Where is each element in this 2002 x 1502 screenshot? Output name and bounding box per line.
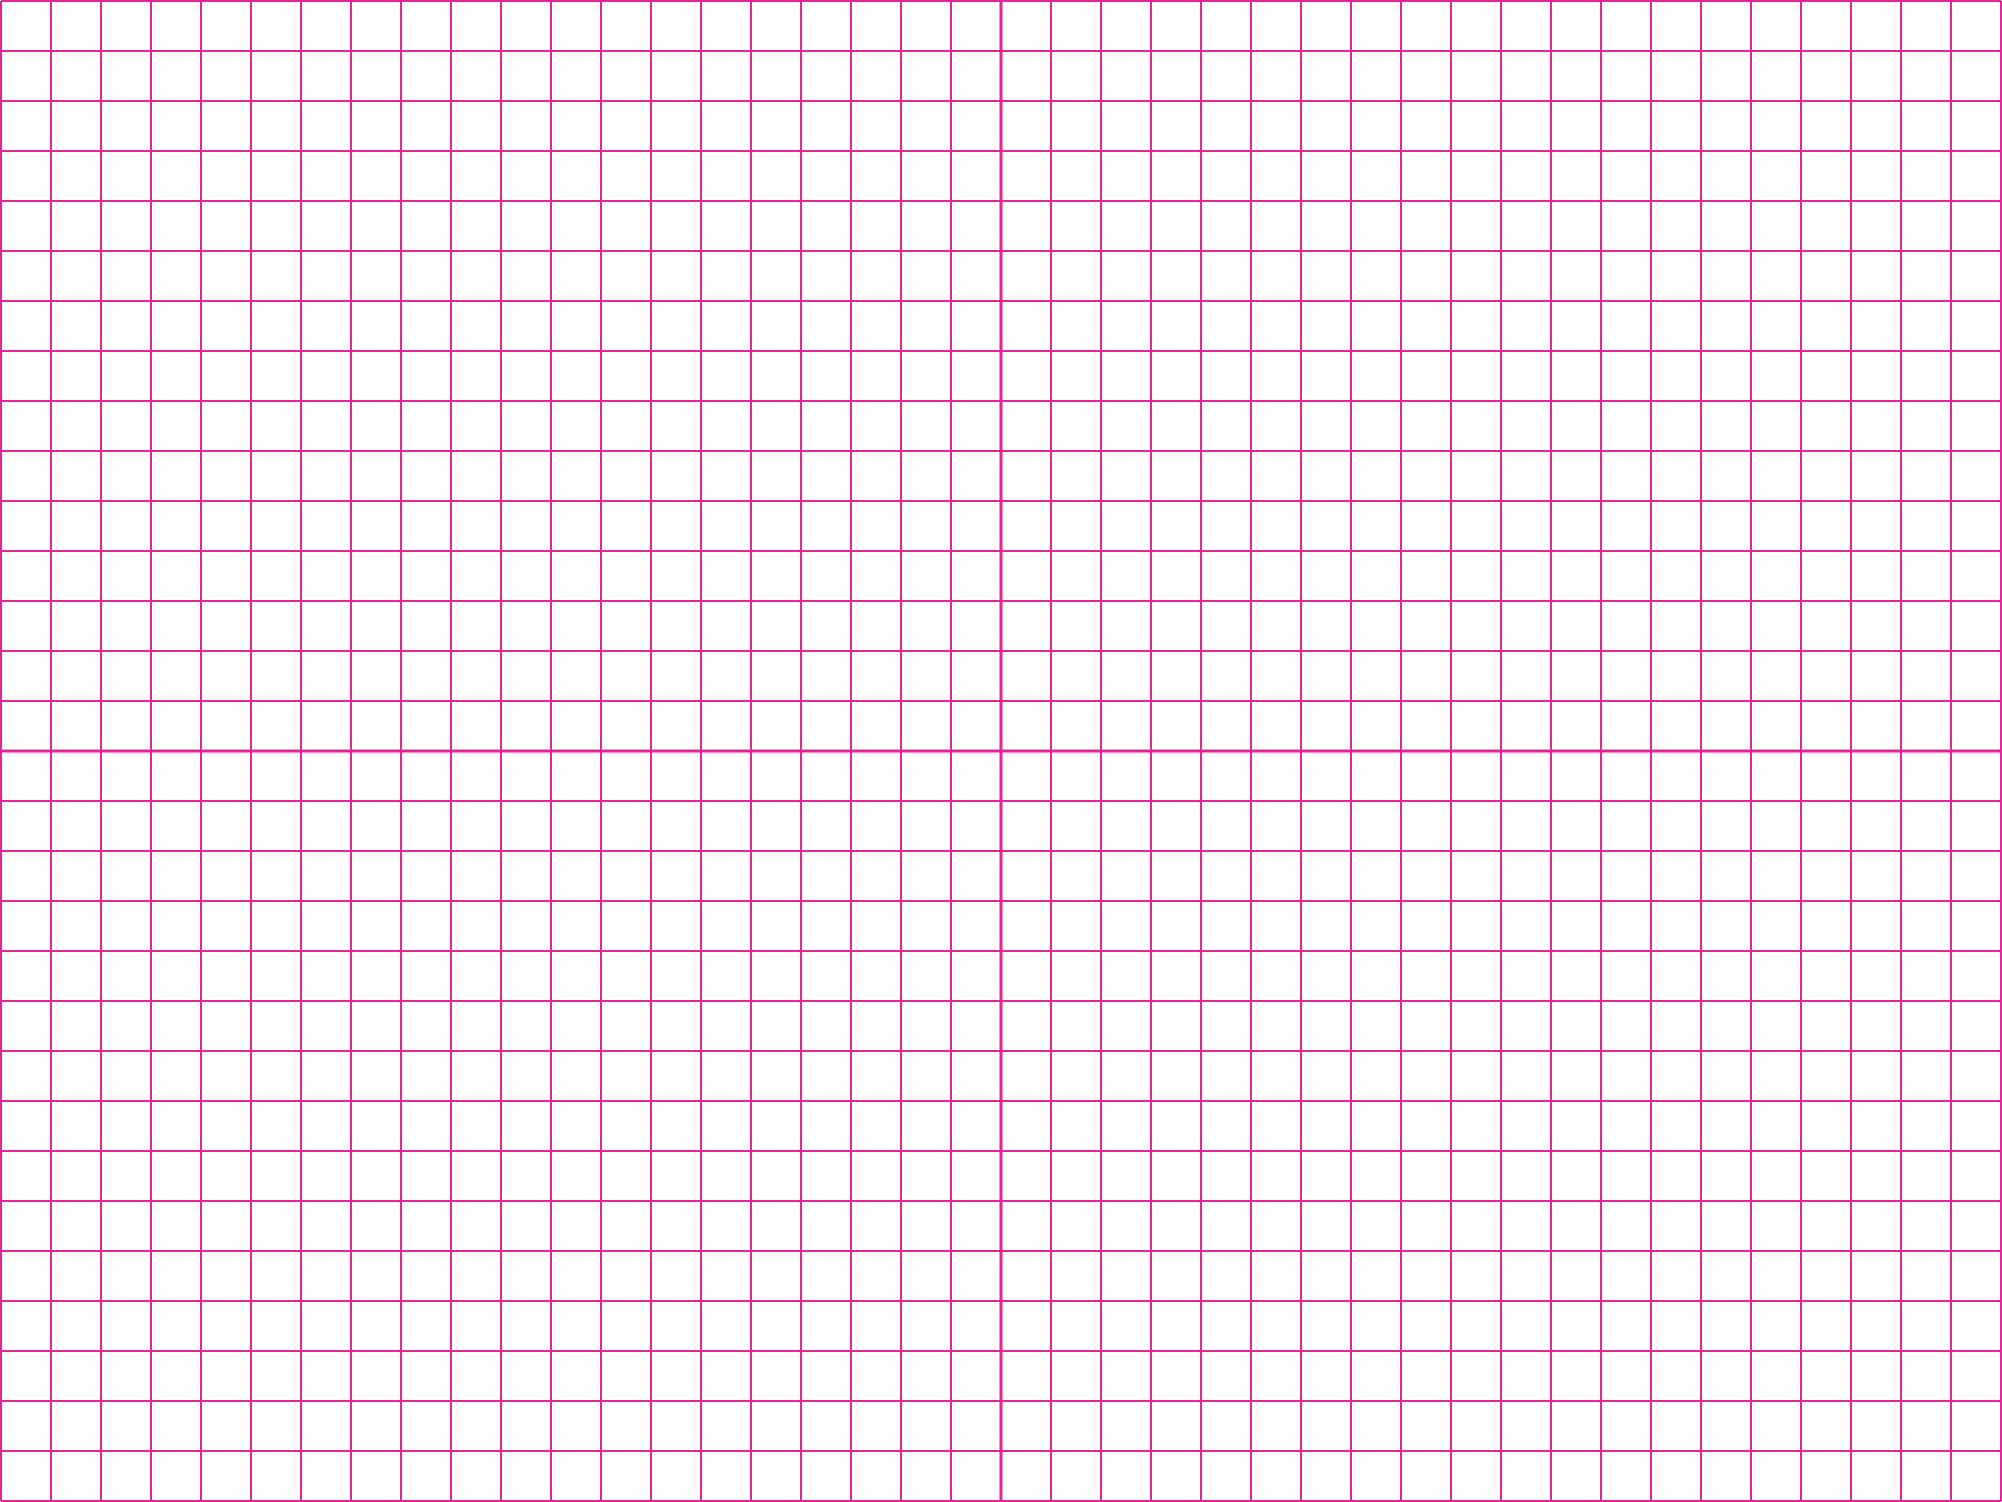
graph-paper-page bbox=[0, 0, 2002, 1502]
graph-paper-grid bbox=[0, 0, 2002, 1502]
grid-lines bbox=[0, 0, 2002, 1502]
